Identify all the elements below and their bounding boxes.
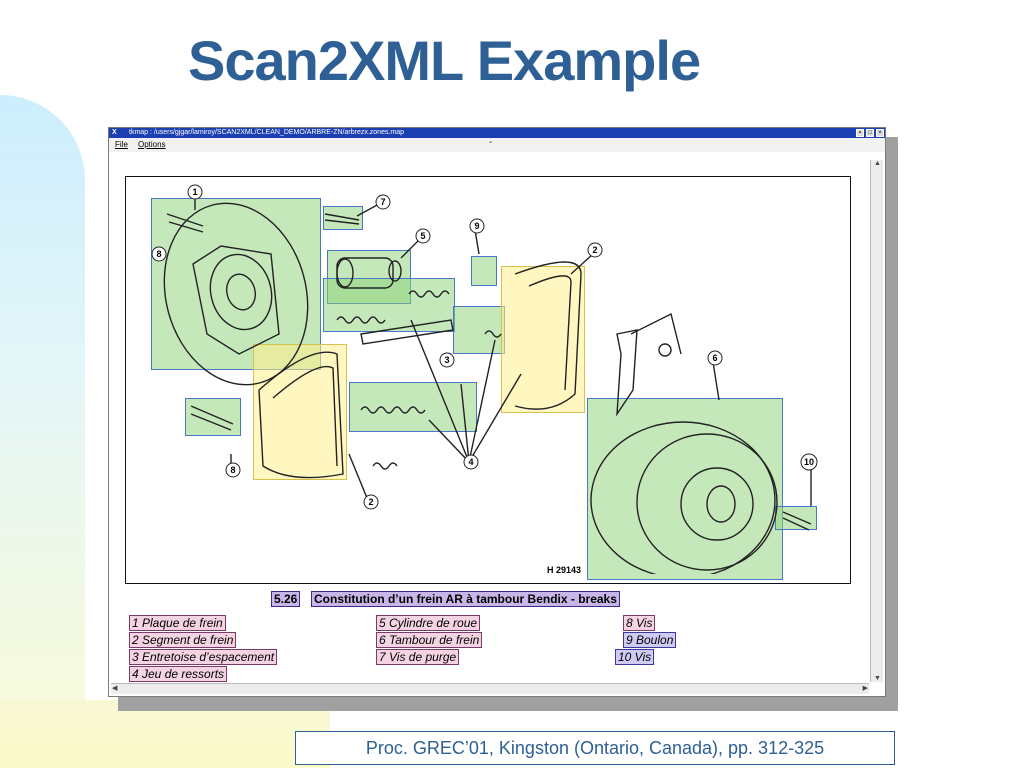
close-button[interactable]: × bbox=[876, 129, 884, 137]
zone-vis-de-purge[interactable] bbox=[323, 206, 363, 230]
tkmap-window[interactable]: X tkmap : /users/gjgar/lamiroy/SCAN2XML/… bbox=[108, 127, 886, 697]
zone-plaque-de-frein[interactable] bbox=[151, 198, 321, 370]
callout-1: 1 bbox=[192, 187, 197, 197]
drawing-code: H 29143 bbox=[547, 565, 582, 575]
menu-file[interactable]: File bbox=[115, 140, 128, 149]
callout-9: 9 bbox=[474, 221, 479, 231]
caption-title[interactable]: Constitution d’un frein AR à tambour Ben… bbox=[311, 591, 620, 607]
zone-vis-8[interactable] bbox=[185, 398, 241, 436]
callout-8-bottom: 8 bbox=[230, 465, 235, 475]
minimize-button[interactable]: ▪ bbox=[856, 129, 864, 137]
legend-item-7[interactable]: 7 Vis de purge bbox=[376, 649, 460, 665]
vertical-scrollbar[interactable]: ▲ ▼ bbox=[870, 160, 883, 682]
scroll-right-icon[interactable]: ▶ bbox=[862, 685, 868, 692]
callout-3: 3 bbox=[444, 355, 449, 365]
callout-7: 7 bbox=[380, 197, 385, 207]
callout-2-right: 2 bbox=[592, 245, 597, 255]
citation-box: Proc. GREC’01, Kingston (Ontario, Canada… bbox=[295, 731, 895, 765]
callout-8-top: 8 bbox=[156, 249, 161, 259]
scroll-down-icon[interactable]: ▼ bbox=[874, 675, 881, 682]
callout-2-left: 2 bbox=[368, 497, 373, 507]
menu-options[interactable]: Options bbox=[138, 140, 166, 149]
window-titlebar[interactable]: X tkmap : /users/gjgar/lamiroy/SCAN2XML/… bbox=[109, 128, 885, 138]
tearoff-handle[interactable]: - bbox=[489, 137, 493, 148]
background-band bbox=[0, 700, 330, 768]
legend-item-2[interactable]: 2 Segment de frein bbox=[129, 632, 237, 648]
callout-5: 5 bbox=[420, 231, 425, 241]
legend-item-8[interactable]: 8 Vis bbox=[623, 615, 656, 631]
drawing-frame bbox=[125, 176, 851, 584]
scroll-up-icon[interactable]: ▲ bbox=[874, 160, 881, 167]
legend-item-9[interactable]: 9 Boulon bbox=[623, 632, 677, 648]
x-logo-icon: X bbox=[112, 129, 117, 136]
maximize-button[interactable]: □ bbox=[866, 129, 874, 137]
background-curve bbox=[0, 95, 85, 768]
legend-item-6[interactable]: 6 Tambour de frein bbox=[376, 632, 483, 648]
legend-item-4[interactable]: 4 Jeu de ressorts bbox=[129, 666, 228, 682]
legend-item-3[interactable]: 3 Entretoise d’espacement bbox=[129, 649, 278, 665]
legend-item-1[interactable]: 1 Plaque de frein bbox=[129, 615, 226, 631]
map-canvas[interactable]: 1 7 5 9 2 8 3 6 4 2 8 10 H 29143 5.26 Co… bbox=[111, 154, 871, 682]
slide-title: Scan2XML Example bbox=[188, 29, 701, 92]
scroll-left-icon[interactable]: ◀ bbox=[112, 685, 118, 692]
callout-10: 10 bbox=[804, 457, 814, 467]
callout-4: 4 bbox=[468, 457, 473, 467]
backing-plate-shape bbox=[163, 202, 309, 386]
brake-drawing: 1 7 5 9 2 8 3 6 4 2 8 10 bbox=[151, 184, 818, 574]
zone-vis-9[interactable] bbox=[471, 256, 497, 286]
legend-item-10[interactable]: 10 Vis bbox=[615, 649, 655, 665]
legend-item-5[interactable]: 5 Cylindre de roue bbox=[376, 615, 481, 631]
callout-6: 6 bbox=[712, 353, 717, 363]
menu-bar: File Options - bbox=[109, 137, 885, 152]
window-title: tkmap : /users/gjgar/lamiroy/SCAN2XML/CL… bbox=[129, 129, 405, 136]
caption-number[interactable]: 5.26 bbox=[271, 591, 301, 607]
horizontal-scrollbar[interactable]: ◀ ▶ bbox=[111, 683, 869, 694]
